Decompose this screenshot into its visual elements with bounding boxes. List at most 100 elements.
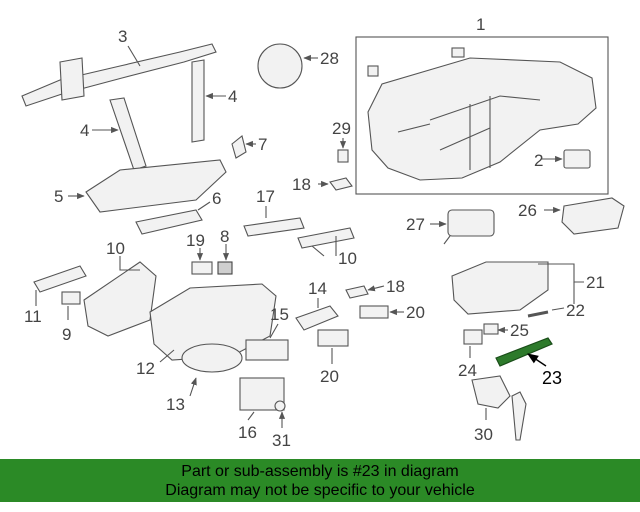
part-27-airbag — [430, 209, 495, 245]
part-4a-brace — [109, 97, 147, 171]
part-13-shape — [181, 343, 243, 373]
banner-line-2: Diagram may not be specific to your vehi… — [165, 482, 475, 499]
callout-12: 12 — [136, 359, 155, 378]
callout-25: 25 — [510, 321, 529, 340]
dashboard-detail-lines — [397, 95, 541, 170]
part-21-shape — [451, 261, 549, 315]
callout-14: 14 — [308, 279, 327, 298]
leader-15 — [269, 323, 279, 339]
part-7-bracket — [231, 135, 256, 159]
part-1-frame — [355, 36, 609, 195]
part-5-panel — [68, 159, 227, 213]
callout-28: 28 — [320, 49, 339, 68]
part-20b-shape — [317, 329, 349, 347]
callout-24: 24 — [458, 361, 477, 380]
callout-19: 19 — [186, 231, 205, 250]
leader-22 — [551, 307, 565, 311]
part-10b-bracket — [297, 227, 355, 257]
part-19-shape — [191, 261, 213, 275]
part-7-shape — [231, 135, 247, 159]
part-10b-shape — [297, 227, 355, 249]
part-27-shape — [447, 209, 495, 237]
part-29-clip — [337, 138, 349, 163]
leader-23 — [527, 353, 547, 367]
callout-17: 17 — [256, 187, 275, 206]
leader-6 — [197, 201, 211, 211]
part-8-shape — [217, 261, 233, 275]
part-12-cluster-housing — [149, 283, 277, 363]
dashboard-shape — [367, 57, 597, 181]
part-9-shape — [61, 291, 81, 305]
part-3-bar — [21, 43, 217, 107]
part-6-shape — [135, 209, 203, 235]
callout-9: 9 — [62, 325, 71, 344]
callout-10a: 10 — [106, 239, 125, 258]
leader-10b-left — [311, 245, 325, 257]
part-20a-shape — [359, 305, 389, 319]
callout-23: 23 — [542, 368, 562, 388]
dashboard-side-clip — [367, 65, 379, 77]
part-12-shape — [149, 283, 277, 361]
callout-10b: 10 — [338, 249, 357, 268]
part-19-8 — [191, 244, 233, 275]
callout-21: 21 — [586, 273, 605, 292]
part-14-shape — [295, 305, 339, 331]
part-16-31 — [239, 377, 286, 428]
callout-27: 27 — [406, 215, 425, 234]
callout-30: 30 — [474, 425, 493, 444]
part-29-shape — [337, 149, 349, 163]
callout-26: 26 — [518, 201, 537, 220]
part-3-bracket — [59, 57, 85, 101]
leader-21-top — [538, 263, 584, 283]
callout-18b: 18 — [386, 277, 405, 296]
callout-20b: 20 — [320, 367, 339, 386]
part-30-key — [511, 391, 527, 441]
callout-2: 2 — [534, 151, 543, 170]
part-14-18-20 — [295, 285, 404, 364]
info-banner: Part or sub-assembly is #23 in diagram D… — [0, 459, 640, 502]
part-17-shape — [243, 217, 305, 237]
part-1-instrument-panel — [355, 36, 609, 195]
part-13-cluster — [181, 343, 243, 397]
part-22-shape — [527, 310, 549, 318]
callout-1: 1 — [476, 15, 485, 34]
dashboard-clip — [451, 47, 465, 58]
part-10a-shape — [83, 261, 157, 337]
part-24-25 — [463, 323, 508, 358]
leader-13 — [189, 377, 197, 397]
callout-8: 8 — [220, 227, 229, 246]
leader-18b — [367, 285, 385, 292]
part-26-shape — [561, 197, 625, 235]
part-4b-brace — [191, 59, 205, 143]
part-30-shape — [471, 375, 511, 409]
part-25-shape — [483, 323, 499, 335]
part-30-lock — [471, 375, 527, 441]
callout-3: 3 — [118, 27, 127, 46]
part-27-wire — [443, 235, 451, 245]
part-2-vent — [541, 149, 591, 169]
part-22-damper — [527, 307, 565, 318]
part-2-shape — [563, 149, 591, 169]
part-15-panel — [245, 323, 289, 361]
part-6-trim — [135, 201, 211, 235]
part-11-shape — [33, 265, 87, 293]
leader-3 — [127, 45, 141, 67]
callout-11: 11 — [24, 307, 42, 326]
part-15-shape — [245, 339, 289, 361]
part-28-shape — [257, 43, 303, 89]
callout-7: 7 — [258, 135, 267, 154]
part-26-door — [544, 197, 625, 235]
banner-line-1: Part or sub-assembly is #23 in diagram — [181, 463, 459, 480]
part-5-shape — [85, 159, 227, 213]
part-23-highlighted — [495, 337, 553, 367]
part-17-bracket — [243, 206, 305, 237]
leader-10a — [119, 256, 140, 271]
leader-12 — [159, 349, 175, 363]
callout-13: 13 — [166, 395, 185, 414]
part-18a-clip — [318, 177, 353, 191]
part-28-cover — [257, 43, 318, 89]
part-3-reinforcement — [21, 43, 217, 107]
part-18a-shape — [329, 177, 353, 191]
part-24-shape — [463, 329, 483, 345]
part-4-braces — [92, 59, 226, 171]
